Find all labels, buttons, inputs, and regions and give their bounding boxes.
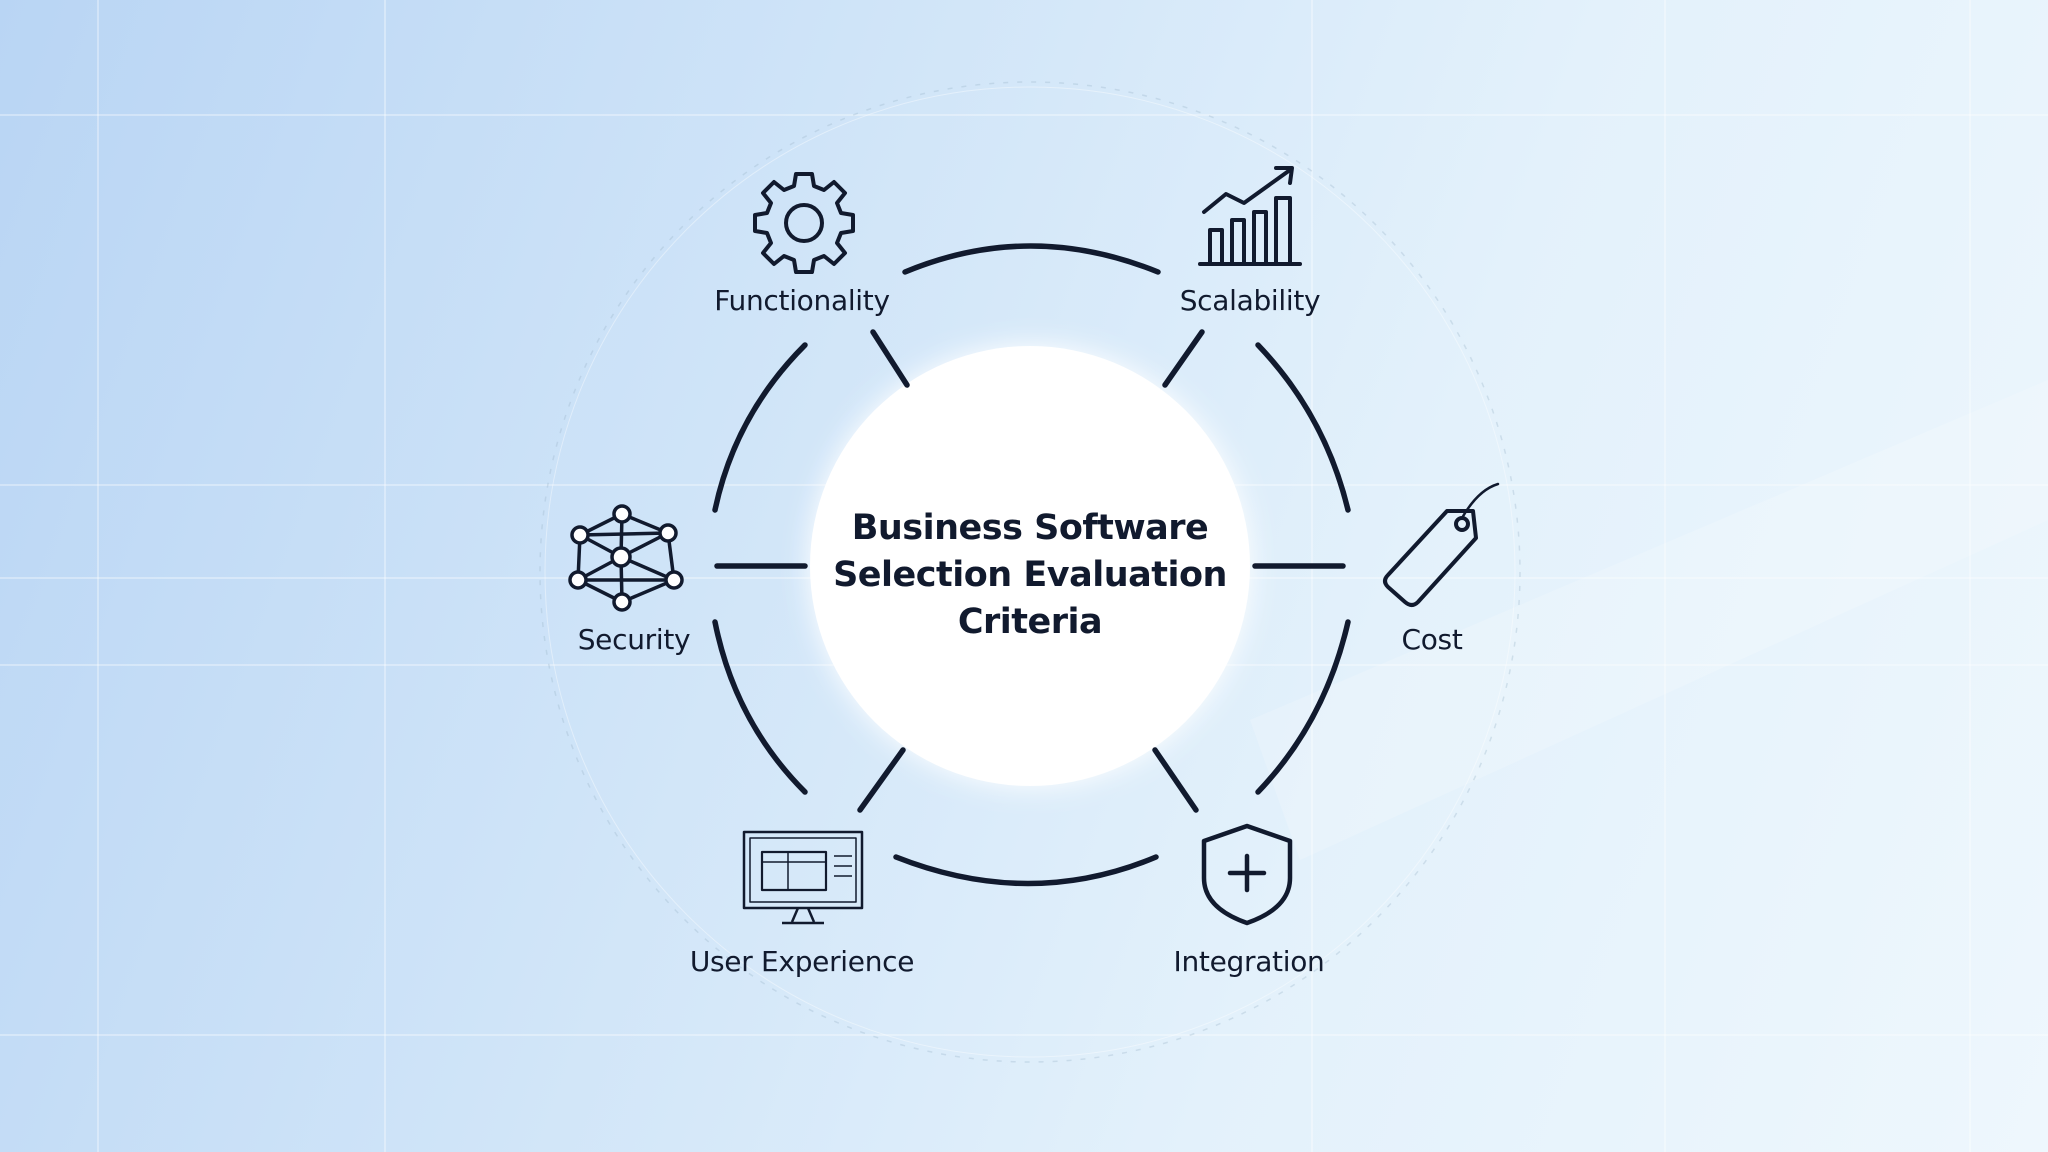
arc-upper-left [712,342,808,513]
network-icon [568,504,684,612]
title-line-2: Selection Evaluation [833,555,1227,595]
label-functionality: Functionality [714,284,890,317]
monitor-icon [742,830,864,925]
label-user-experience: User Experience [689,945,915,978]
arc-top [902,243,1161,275]
spoke-functionality [870,329,910,388]
label-security: Security [577,623,691,656]
outer-ring [712,243,1351,887]
shield-plus-icon [1201,823,1293,926]
spokes [714,329,1346,813]
label-cost: Cost [1401,623,1463,656]
spoke-scalability [1162,329,1205,388]
gear-icon [753,172,855,274]
arc-bottom [893,854,1159,887]
title-line-3: Criteria [957,602,1103,642]
spoke-user-experience [857,747,906,813]
center-circle [810,346,1250,786]
arc-lower-right [1255,619,1351,795]
label-scalability: Scalability [1179,284,1321,317]
price-tag-icon [1383,482,1500,607]
title-line-1: Business Software [851,508,1209,548]
spoke-integration [1152,747,1199,813]
arc-lower-left [712,619,808,795]
diagram-title: Business Software Selection Evaluation C… [810,505,1250,646]
growth-chart-icon [1198,166,1302,266]
arc-upper-right [1255,342,1351,513]
label-integration: Integration [1173,945,1325,978]
